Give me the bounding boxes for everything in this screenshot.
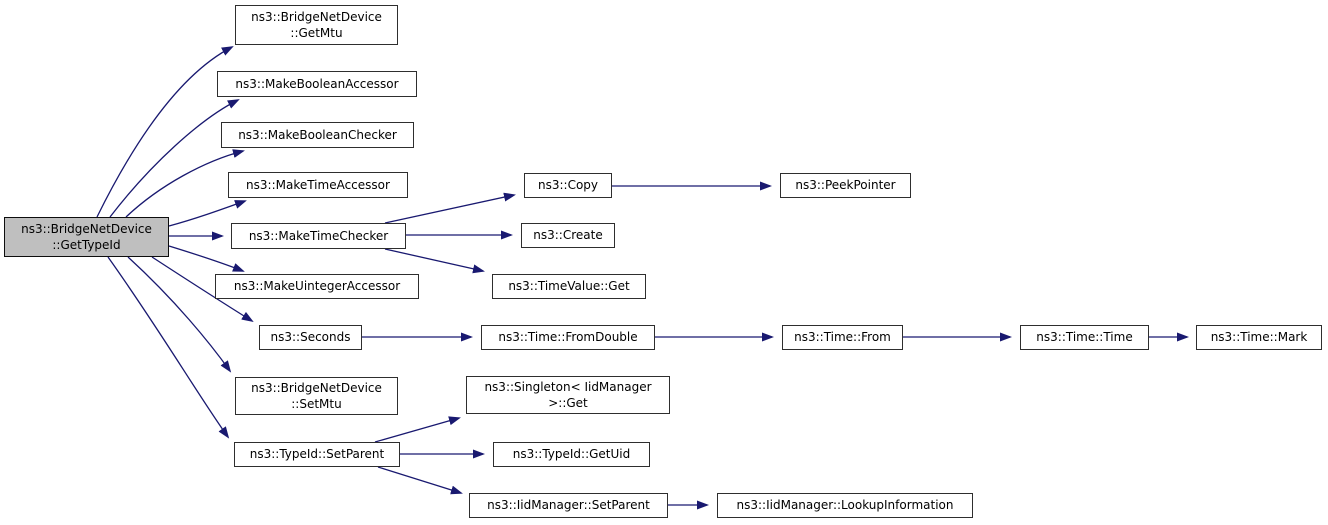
node-makebooleanaccessor[interactable]: ns3::MakeBooleanAccessor xyxy=(217,71,417,97)
node-bridgenetdevice-setmtu[interactable]: ns3::BridgeNetDevice ::SetMtu xyxy=(235,377,398,415)
node-makeuintegeraccessor[interactable]: ns3::MakeUintegerAccessor xyxy=(215,274,419,299)
edge-gettypeid-makebooleanaccessor xyxy=(109,99,240,218)
node-peekpointer[interactable]: ns3::PeekPointer xyxy=(780,173,911,198)
node-singleton-iidmanager-get[interactable]: ns3::Singleton< IidManager >::Get xyxy=(466,376,670,414)
node-copy[interactable]: ns3::Copy xyxy=(524,173,612,198)
node-iidmanager-lookupinformation[interactable]: ns3::IidManager::LookupInformation xyxy=(717,493,973,518)
node-seconds[interactable]: ns3::Seconds xyxy=(259,325,362,350)
node-create[interactable]: ns3::Create xyxy=(521,223,615,248)
node-maketimeaccessor[interactable]: ns3::MakeTimeAccessor xyxy=(228,172,408,198)
node-typeid-setparent[interactable]: ns3::TypeId::SetParent xyxy=(234,442,400,467)
edge-gettypeid-getmtu xyxy=(96,46,234,218)
edge-typeidsetparent-singletonget xyxy=(374,416,461,443)
node-bridgenetdevice-gettypeid: ns3::BridgeNetDevice ::GetTypeId xyxy=(4,217,169,257)
node-time-mark[interactable]: ns3::Time::Mark xyxy=(1196,325,1322,350)
node-time-time[interactable]: ns3::Time::Time xyxy=(1020,325,1149,350)
edge-maketimechecker-copy xyxy=(384,192,516,224)
node-makebooleanchecker[interactable]: ns3::MakeBooleanChecker xyxy=(221,122,414,148)
edge-gettypeid-makeuintegeraccessor xyxy=(168,245,245,272)
edge-maketimechecker-timevalueget xyxy=(384,248,485,274)
edge-gettypeid-typeidsetparent xyxy=(107,256,230,439)
node-time-from[interactable]: ns3::Time::From xyxy=(782,325,903,350)
node-timevalue-get[interactable]: ns3::TimeValue::Get xyxy=(492,274,646,299)
node-typeid-getuid[interactable]: ns3::TypeId::GetUid xyxy=(493,442,650,467)
node-bridgenetdevice-getmtu[interactable]: ns3::BridgeNetDevice ::GetMtu xyxy=(235,5,398,45)
edge-typeidsetparent-iidmanagersetparent xyxy=(377,466,463,495)
node-time-fromdouble[interactable]: ns3::Time::FromDouble xyxy=(481,325,655,350)
node-maketimechecker[interactable]: ns3::MakeTimeChecker xyxy=(231,223,406,249)
node-iidmanager-setparent[interactable]: ns3::IidManager::SetParent xyxy=(469,493,668,518)
edge-gettypeid-makebooleanchecker xyxy=(125,149,245,218)
